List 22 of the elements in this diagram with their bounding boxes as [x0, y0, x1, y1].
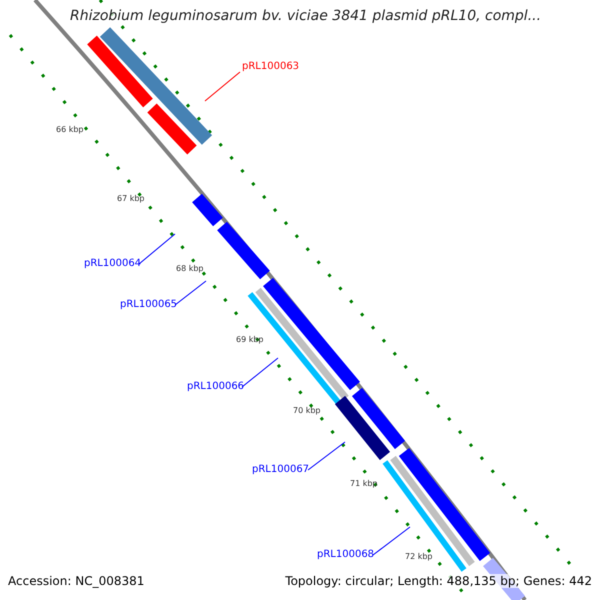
scale-label: 68 kbp	[176, 264, 204, 273]
leader-line	[174, 280, 206, 306]
scale-label: 70 kbp	[293, 406, 321, 415]
leader-line	[308, 442, 346, 470]
scale-label: 69 kbp	[236, 335, 264, 344]
scale-label: 67 kbp	[117, 194, 145, 203]
leader-line	[242, 358, 278, 388]
gene-label: pRL100068	[317, 549, 374, 560]
leader-line	[372, 526, 410, 556]
gene-label: pRL100067	[252, 464, 310, 475]
leader-line	[204, 72, 240, 102]
scale-label: 72 kbp	[405, 552, 433, 561]
topology-text: Topology: circular; Length: 488,135 bp; Genes: 442	[285, 574, 592, 588]
gene-label: pRL100066	[187, 381, 244, 392]
scale-label: 71 kbp	[350, 479, 378, 488]
title: Rhizobium leguminosarum bv. viciae 3841 plasmid pRL10, compl...	[70, 8, 542, 24]
gene-label: pRL100065	[120, 299, 178, 310]
accession-text: Accession: NC_008381	[8, 574, 144, 588]
leader-line	[138, 234, 176, 264]
scale-label: 66 kbp	[56, 125, 84, 134]
gene-label: pRL100064	[84, 258, 142, 269]
gene-label: pRL100063	[242, 61, 300, 72]
